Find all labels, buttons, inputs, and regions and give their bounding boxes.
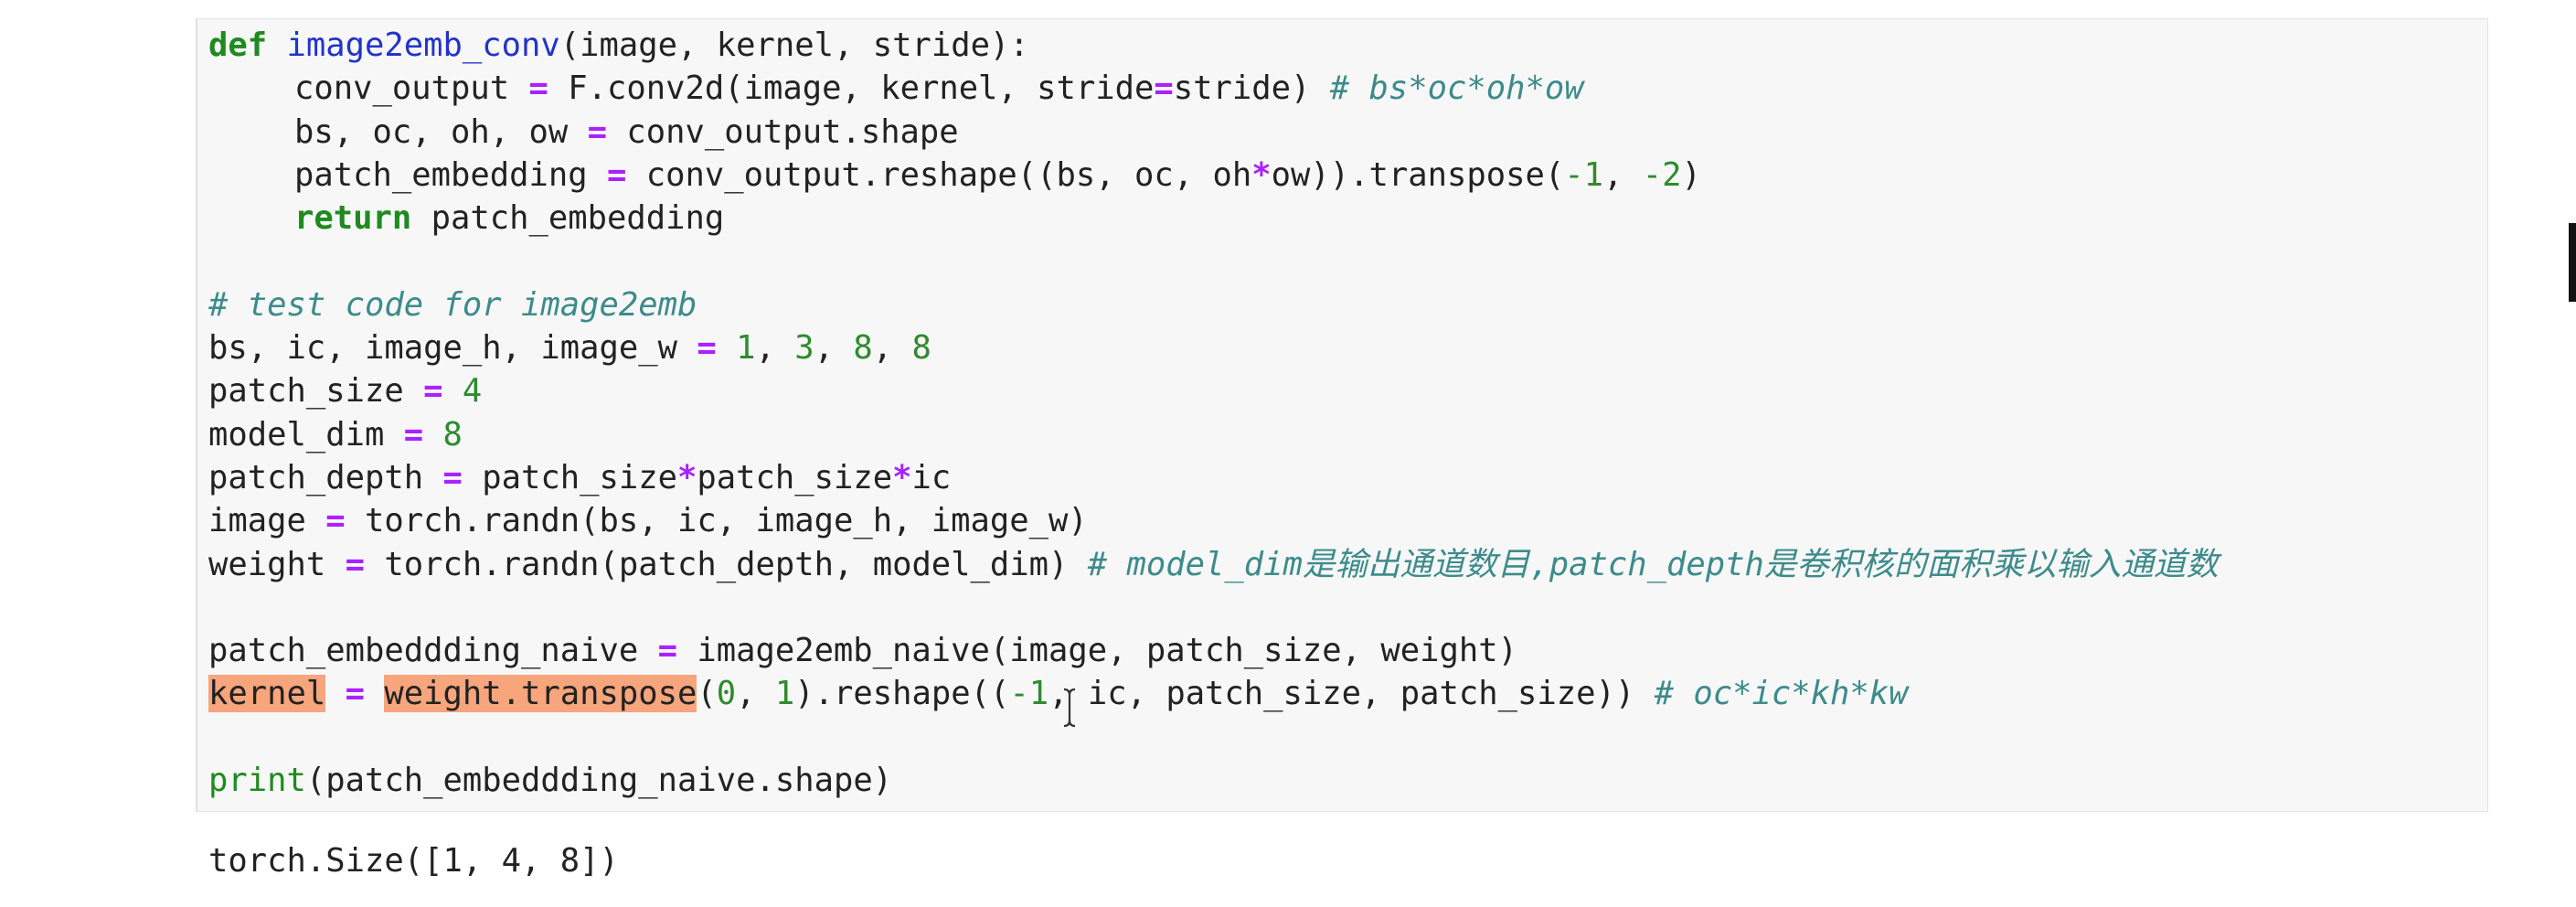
keyword-return: return xyxy=(294,199,412,238)
code-line: print(patch_embeddding_naive.shape) xyxy=(208,762,893,800)
keyword-def: def xyxy=(208,27,268,64)
code-line: patch_size = 4 xyxy=(208,372,483,411)
code-line: patch_embeddding_naive = image2emb_naive… xyxy=(208,632,1517,670)
cell-output: torch.Size([1, 4, 8]) xyxy=(208,842,619,880)
code-line: kernel = weight.transpose(0, 1).reshape(… xyxy=(208,675,1909,713)
code-line: patch_embedding = conv_output.reshape((b… xyxy=(294,155,1701,194)
code-line: conv_output = F.conv2d(image, kernel, st… xyxy=(294,69,1584,108)
code-line-blank xyxy=(208,240,2219,283)
code-line: def image2emb_conv(image, kernel, stride… xyxy=(208,27,1029,64)
code-comment: # bs*oc*oh*ow xyxy=(1329,69,1584,108)
text-selection-kernel[interactable]: kernel xyxy=(208,675,326,713)
code-comment: # oc*ic*kh*kw xyxy=(1654,675,1909,713)
code-comment: # test code for image2emb xyxy=(208,285,697,324)
code-line: model_dim = 8 xyxy=(208,415,463,454)
code-line: weight = torch.randn(patch_depth, model_… xyxy=(208,545,2219,583)
code-line: return patch_embedding xyxy=(294,199,725,238)
window-edge-marker xyxy=(2569,223,2576,302)
function-name: image2emb_conv xyxy=(286,27,560,64)
code-line: patch_depth = patch_size*patch_size*ic xyxy=(208,458,952,496)
builtin-print: print xyxy=(208,762,306,800)
code-line: bs, ic, image_h, image_w = 1, 3, 8, 8 xyxy=(208,329,931,368)
text-cursor-icon xyxy=(1063,688,1076,728)
code-comment: # model_dim是输出通道数目,patch_depth是卷积核的面积乘以输… xyxy=(1087,545,2219,583)
code-line: bs, oc, oh, ow = conv_output.shape xyxy=(294,112,959,151)
code-line-blank xyxy=(208,716,2219,759)
text-selection-weight-transpose[interactable]: weight.transpose xyxy=(384,675,697,713)
code-line: image = torch.randn(bs, ic, image_h, ima… xyxy=(208,502,1088,540)
code-line-blank xyxy=(208,586,2219,629)
code-editor[interactable]: def image2emb_conv(image, kernel, stride… xyxy=(208,24,2219,802)
code-line: # test code for image2emb xyxy=(208,283,2219,326)
